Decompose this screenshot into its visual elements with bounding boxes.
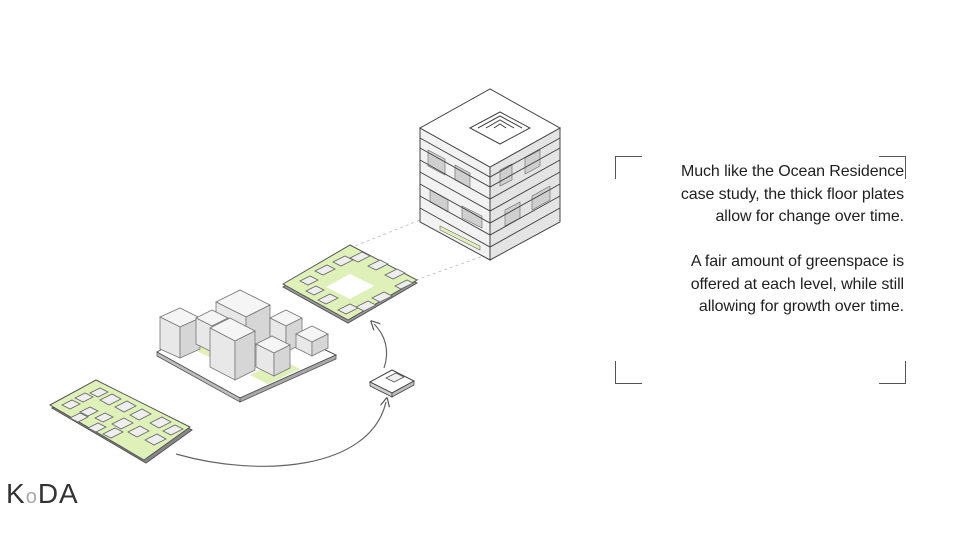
- flat-site-plan: [48, 379, 193, 464]
- logo-o: o: [25, 486, 38, 508]
- paragraph-2-line: A fair amount of greenspace is: [690, 253, 904, 270]
- paragraph-2-line: offered at each level, while still: [690, 275, 904, 293]
- koda-logo: KoDA: [6, 478, 79, 510]
- paragraph-2-line: allowing for growth over time.: [698, 298, 904, 315]
- paragraph-1-line: case study, the thick floor plates: [680, 185, 904, 203]
- paragraph-1-line: Much like the Ocean Residence: [681, 163, 904, 180]
- logo-k: K: [6, 478, 26, 509]
- flow-arrow-lower: [175, 402, 386, 467]
- floor-plate: [281, 244, 419, 324]
- bracket-top-left: [615, 156, 642, 179]
- logo-da: DA: [37, 478, 79, 509]
- small-module: [368, 369, 416, 398]
- description-paragraph-2: A fair amount of greenspace is offered a…: [630, 251, 904, 319]
- flow-arrow-upper: [374, 324, 388, 369]
- massing-block: [155, 289, 338, 403]
- description-paragraph-1: Much like the Ocean Residence case study…: [630, 161, 904, 229]
- bracket-top-right: [879, 156, 906, 179]
- bracket-bottom-left: [615, 361, 642, 384]
- paragraph-1-line: allow for change over time.: [715, 208, 904, 225]
- stacked-tower: [418, 88, 562, 261]
- bracket-bottom-right: [879, 361, 906, 384]
